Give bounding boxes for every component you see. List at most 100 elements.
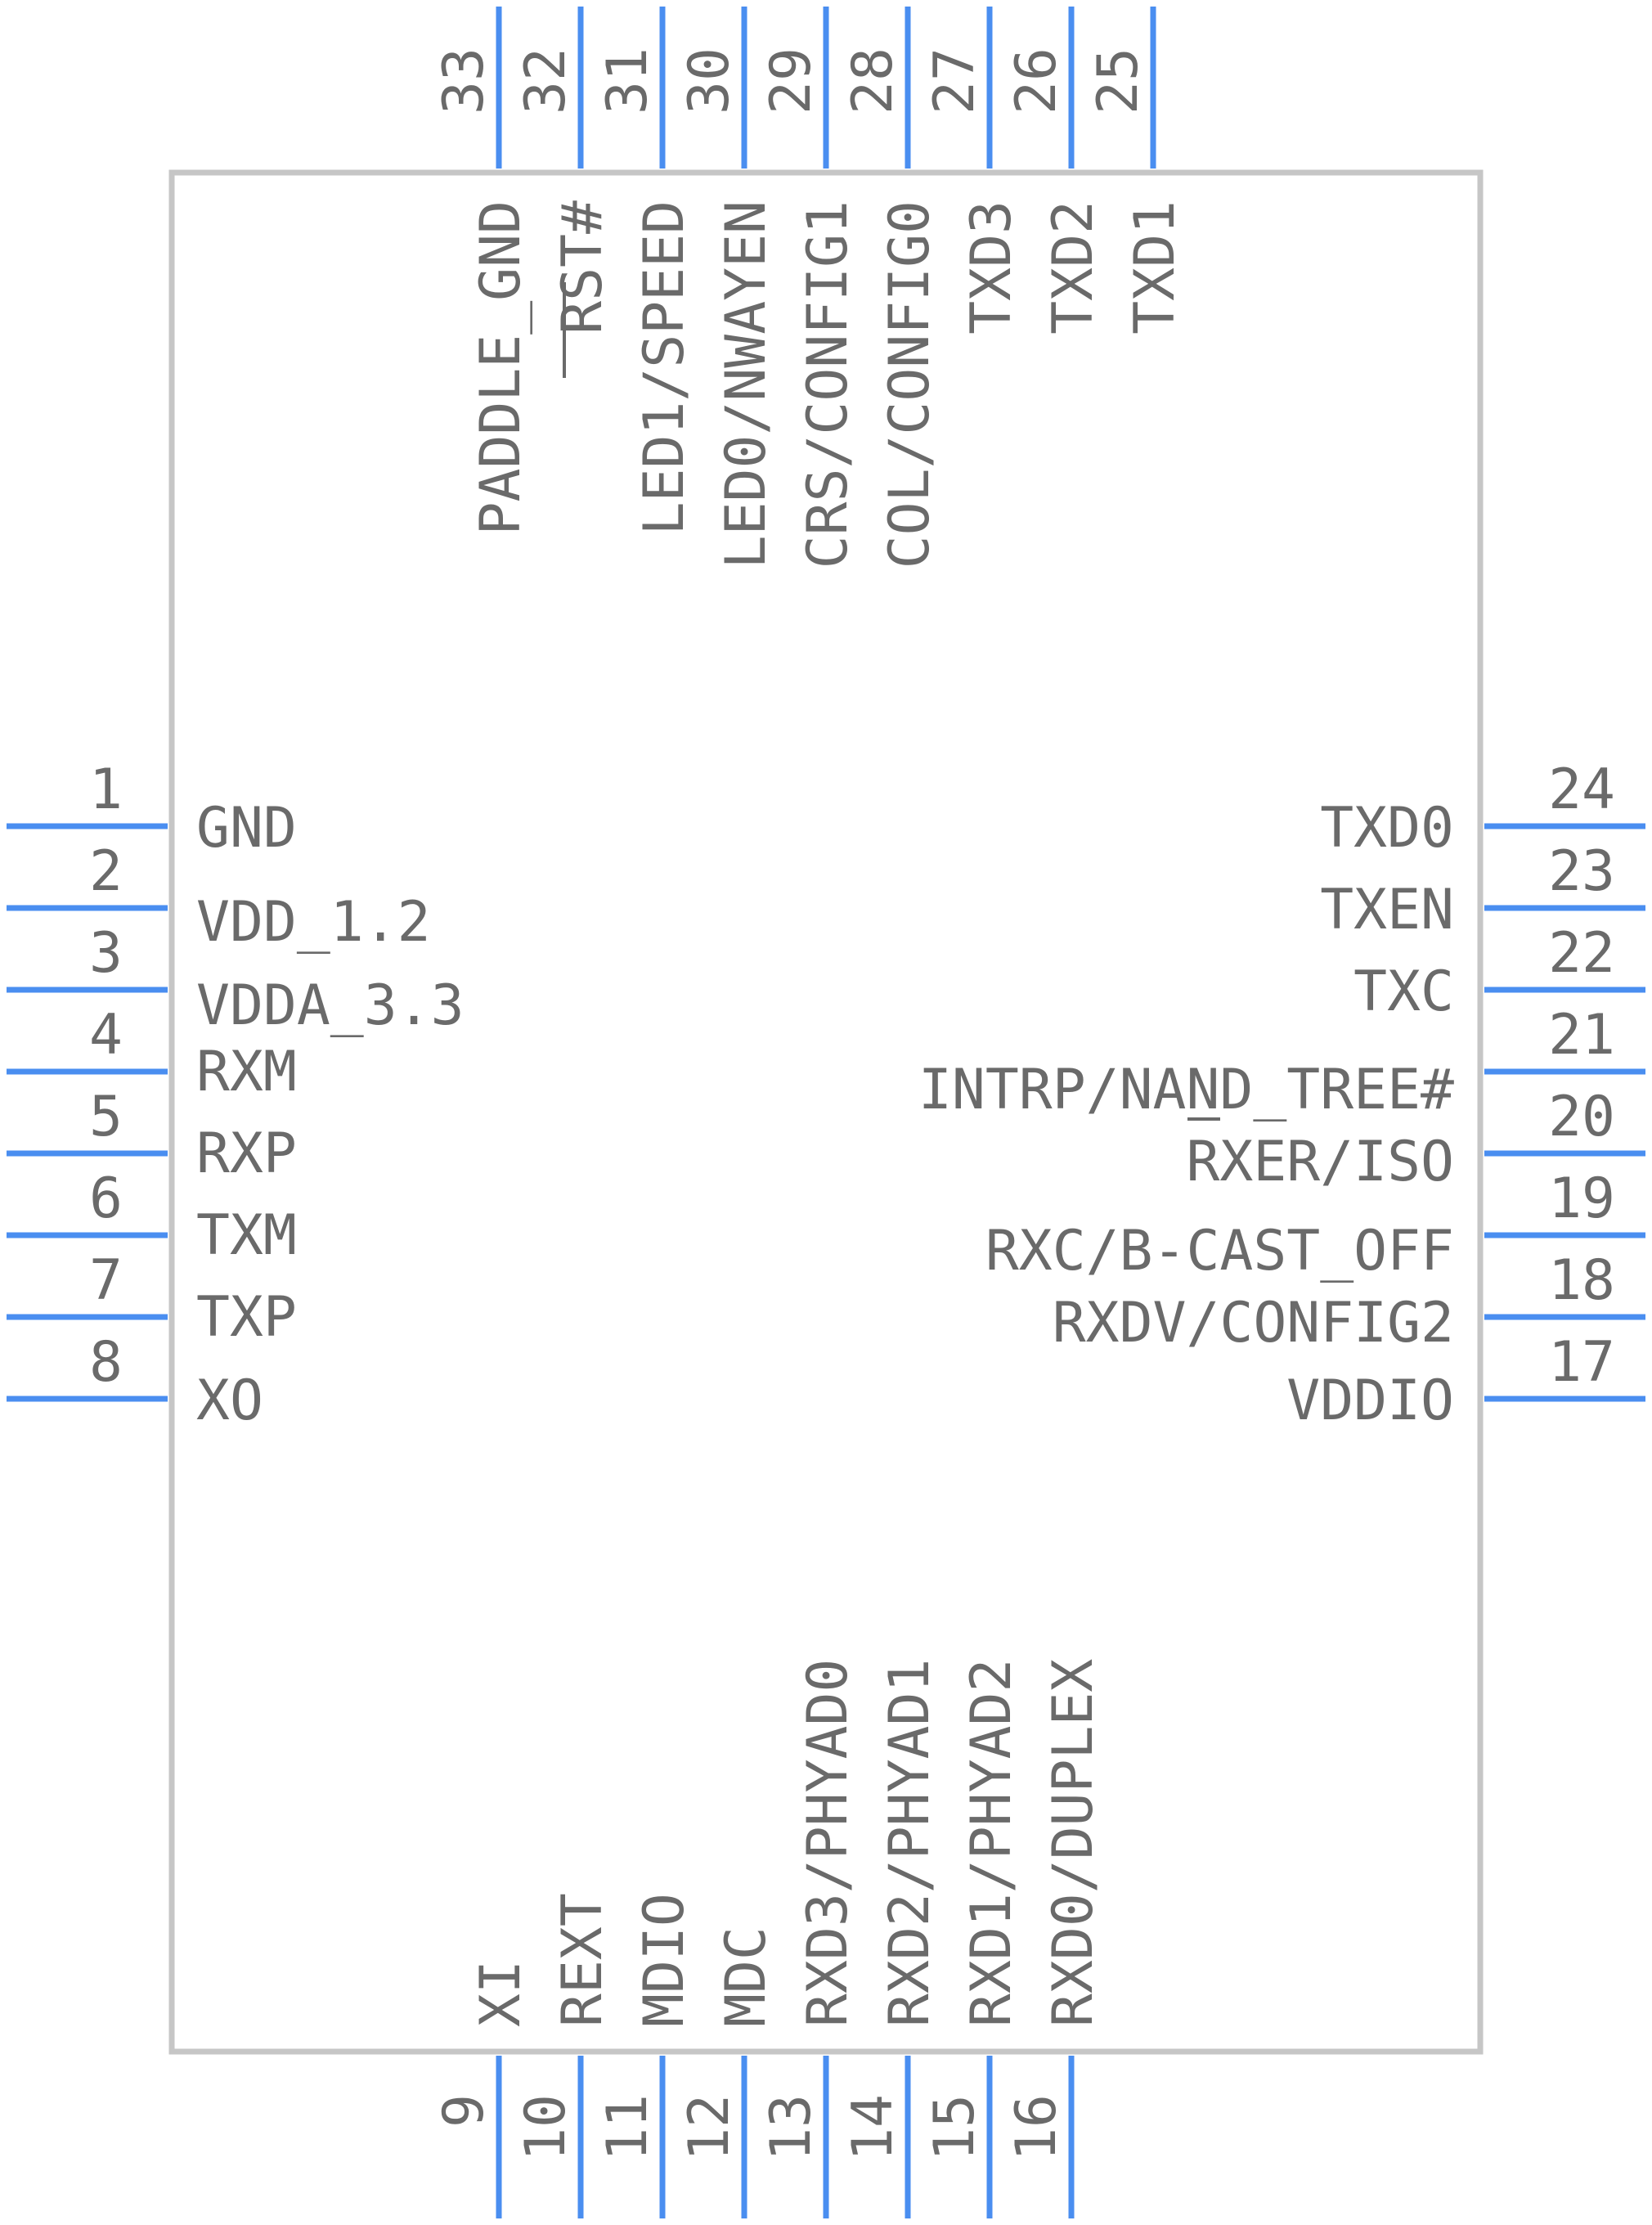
pin-19-number: 19 <box>1548 1166 1615 1231</box>
pin-6-name: TXM <box>196 1203 297 1268</box>
pin-2-name: VDD_1.2 <box>196 890 431 955</box>
pin-24-number: 24 <box>1548 757 1615 822</box>
pin-14-number: 14 <box>841 2094 905 2161</box>
pin-8: 8 XO <box>7 1330 263 1433</box>
pin-9-name: XI <box>469 1960 533 2027</box>
pin-14: 14 RXD2/PHYAD1 <box>841 1659 942 2218</box>
pin-31-number: 31 <box>595 47 660 115</box>
pin-16-name: RXD0/DUPLEX <box>1041 1659 1106 2027</box>
pin-1-number: 1 <box>89 757 123 822</box>
pin-24: 24 TXD0 <box>1320 757 1645 861</box>
pin-18-name: RXDV/CONFIG2 <box>1053 1291 1454 1355</box>
pin-32: 32 RST# <box>514 7 615 335</box>
pin-31: 31 LED1/SPEED <box>595 7 697 535</box>
pin-11: 11 MDIO <box>595 1893 697 2218</box>
pin-21-name: INTRP/NAND_TREE# <box>918 1058 1454 1122</box>
pin-13-name: RXD3/PHYAD0 <box>796 1659 860 2027</box>
pin-17-name: VDDIO <box>1286 1369 1454 1433</box>
pin-1: 1 GND <box>7 757 297 861</box>
pin-25-name: TXD1 <box>1123 200 1187 335</box>
pin-22-number: 22 <box>1548 921 1615 986</box>
pin-23: 23 TXEN <box>1320 839 1645 942</box>
pin-30-name: LED0/NWAYEN <box>714 200 779 569</box>
pin-23-number: 23 <box>1548 839 1615 904</box>
pin-10-name: REXT <box>550 1893 615 2027</box>
pin-2-number: 2 <box>89 839 123 904</box>
component-body <box>168 169 1484 2055</box>
pin-26-name: TXD2 <box>1041 200 1106 335</box>
pin-21: 21 INTRP/NAND_TREE# <box>918 1003 1645 1122</box>
pin-4-number: 4 <box>89 1003 123 1068</box>
pin-7: 7 TXP <box>7 1248 297 1350</box>
pin-28-number: 28 <box>841 47 905 115</box>
pin-29: 29 CRS/CONFIG1 <box>759 7 860 569</box>
pin-18-number: 18 <box>1548 1248 1615 1313</box>
pin-16-number: 16 <box>1004 2094 1069 2161</box>
pin-4: 4 RXM <box>7 1003 297 1104</box>
pin-5-number: 5 <box>89 1085 123 1149</box>
pin-24-name: TXD0 <box>1320 796 1454 861</box>
pin-22-name: TXC <box>1353 960 1454 1024</box>
pin-28-name: COL/CONFIG0 <box>878 200 942 569</box>
pin-6-number: 6 <box>89 1166 123 1231</box>
pin-3-number: 3 <box>89 921 123 986</box>
pin-27-name: TXD3 <box>959 200 1024 335</box>
pin-5-name: RXP <box>196 1121 297 1186</box>
pin-11-number: 11 <box>595 2094 660 2161</box>
pin-21-number: 21 <box>1548 1003 1615 1068</box>
pin-29-number: 29 <box>759 47 824 115</box>
pin-20-name: RXER/ISO <box>1186 1130 1454 1194</box>
pin-12: 12 MDC <box>677 1926 779 2218</box>
pin-9-number: 9 <box>432 2094 496 2128</box>
pin-33: 33 PADDLE_GND <box>432 7 533 535</box>
pin-31-name: LED1/SPEED <box>632 200 697 535</box>
pin-4-name: RXM <box>196 1040 297 1104</box>
pin-1-name: GND <box>196 796 297 861</box>
pin-30-number: 30 <box>677 47 742 115</box>
pin-20: 20 RXER/ISO <box>1186 1085 1645 1194</box>
pin-27: 27 TXD3 <box>923 7 1024 335</box>
pin-26-number: 26 <box>1004 47 1069 115</box>
pin-13-number: 13 <box>759 2094 824 2161</box>
pin-23-name: TXEN <box>1320 878 1454 942</box>
pin-19-name: RXC/B-CAST_OFF <box>985 1219 1454 1283</box>
pin-7-name: TXP <box>196 1285 297 1350</box>
pin-15-number: 15 <box>923 2094 987 2161</box>
pin-32-name: RST# <box>550 200 615 335</box>
pin-3-name: VDDA_3.3 <box>196 973 465 1038</box>
pin-16: 16 RXD0/DUPLEX <box>1004 1659 1106 2218</box>
pin-25: 25 TXD1 <box>1086 7 1187 335</box>
pin-11-name: MDIO <box>632 1893 697 2027</box>
pin-33-number: 33 <box>432 47 496 115</box>
pin-32-number: 32 <box>514 47 578 115</box>
pin-19: 19 RXC/B-CAST_OFF <box>985 1166 1645 1283</box>
pin-18: 18 RXDV/CONFIG2 <box>1053 1248 1645 1355</box>
pin-27-number: 27 <box>923 47 987 115</box>
pin-10: 10 REXT <box>514 1893 615 2218</box>
pin-12-name: MDC <box>714 1926 779 2027</box>
pin-13: 13 RXD3/PHYAD0 <box>759 1659 860 2218</box>
pin-28: 28 COL/CONFIG0 <box>841 7 942 569</box>
pin-30: 30 LED0/NWAYEN <box>677 7 779 569</box>
pin-33-name: PADDLE_GND <box>469 200 533 535</box>
pin-26: 26 TXD2 <box>1004 7 1106 335</box>
pin-6: 6 TXM <box>7 1166 297 1268</box>
pin-20-number: 20 <box>1548 1085 1615 1149</box>
pin-12-number: 12 <box>677 2094 742 2161</box>
pin-25-number: 25 <box>1086 47 1151 115</box>
pin-17-number: 17 <box>1548 1330 1615 1395</box>
pin-8-name: XO <box>196 1369 263 1433</box>
pin-14-name: RXD2/PHYAD1 <box>878 1659 942 2027</box>
pin-17: 17 VDDIO <box>1286 1330 1645 1433</box>
pin-29-name: CRS/CONFIG1 <box>796 200 860 569</box>
pin-10-number: 10 <box>514 2094 578 2161</box>
pin-9: 9 XI <box>432 1960 533 2218</box>
pin-22: 22 TXC <box>1353 921 1645 1024</box>
pin-2: 2 VDD_1.2 <box>7 839 431 955</box>
pin-7-number: 7 <box>89 1248 123 1313</box>
pin-8-number: 8 <box>89 1330 123 1395</box>
pin-15: 15 RXD1/PHYAD2 <box>923 1659 1024 2218</box>
pin-15-name: RXD1/PHYAD2 <box>959 1659 1024 2027</box>
pin-5: 5 RXP <box>7 1085 297 1186</box>
